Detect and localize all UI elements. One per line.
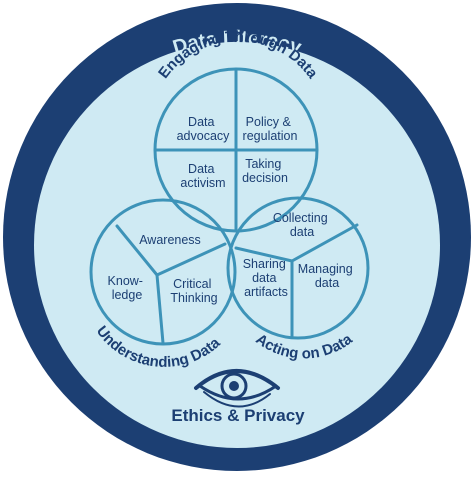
- segment-line: data: [315, 276, 339, 290]
- segment-critical-thinking: Critical Thinking: [170, 277, 217, 305]
- segment-taking-decision: Taking decision: [242, 157, 288, 185]
- segment-line: regulation: [243, 129, 298, 143]
- segment-data-activism: Data activism: [180, 162, 225, 190]
- segment-line: ledge: [112, 288, 143, 302]
- understanding-divider-2: [155, 242, 227, 277]
- segment-line: activism: [180, 176, 225, 190]
- segment-line: Sharing: [243, 257, 286, 271]
- segment-managing-data: Managing data: [298, 262, 356, 290]
- segment-sharing-data-artifacts: Sharing data artifacts: [243, 257, 290, 299]
- segment-knowledge: Know- ledge: [108, 274, 147, 302]
- segment-line: Data: [188, 162, 214, 176]
- segment-line: decision: [242, 171, 288, 185]
- inner-background: [34, 42, 440, 448]
- segment-awareness: Awareness: [139, 233, 201, 247]
- segment-line: Data: [188, 115, 214, 129]
- understanding-divider-1: [115, 224, 159, 277]
- segment-collecting-data: Collecting data: [273, 211, 331, 239]
- ethics-label: Ethics & Privacy: [171, 406, 305, 425]
- segment-line: Know-: [108, 274, 143, 288]
- acting-divider-2: [290, 223, 359, 263]
- eye-icon: [194, 369, 280, 408]
- segment-line: Collecting: [273, 211, 328, 225]
- segment-line: Managing: [298, 262, 353, 276]
- segment-line: Thinking: [170, 291, 217, 305]
- segment-line: Awareness: [139, 233, 201, 247]
- segment-line: artifacts: [244, 285, 288, 299]
- segment-line: data: [290, 225, 314, 239]
- understanding-divider-3: [155, 273, 165, 345]
- segment-line: data: [252, 271, 276, 285]
- segment-policy-regulation: Policy & regulation: [243, 115, 298, 143]
- segment-dividers: [115, 68, 359, 345]
- segment-line: advocacy: [177, 129, 231, 143]
- segment-line: Critical: [173, 277, 211, 291]
- segment-line: Taking: [245, 157, 281, 171]
- segment-line: Policy &: [246, 115, 292, 129]
- acting-circle: [226, 196, 370, 340]
- acting-divider-1: [234, 246, 294, 263]
- segment-data-advocacy: Data advocacy: [177, 115, 231, 143]
